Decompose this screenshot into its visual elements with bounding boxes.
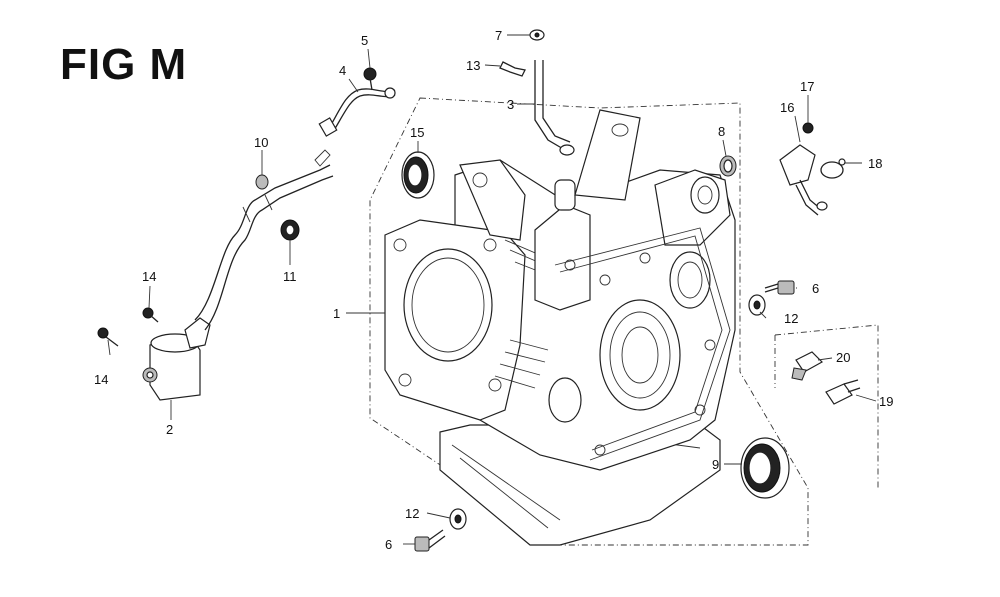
screw-17	[802, 122, 814, 134]
breather-rod-inner	[542, 60, 571, 143]
bolt-6-bottom	[414, 529, 446, 552]
oil-sensor-16	[779, 144, 828, 216]
oil-seal-9	[740, 437, 790, 499]
callout-18: 18	[868, 156, 882, 171]
clip-13	[499, 61, 526, 77]
breather-rod-end	[559, 144, 575, 156]
callout-14-lower: 14	[94, 372, 108, 387]
callout-5: 5	[361, 33, 368, 48]
figure-title: FIG M	[60, 40, 188, 89]
wire-ring-terminal	[384, 87, 396, 99]
callout-15: 15	[410, 125, 424, 140]
nut-11	[280, 219, 300, 241]
crankcase	[384, 109, 736, 546]
washer-12-bottom	[449, 508, 467, 530]
oil-seal-15	[401, 151, 435, 199]
callout-6-right: 6	[812, 281, 819, 296]
wire-terminal	[318, 117, 338, 137]
cable-clamp	[242, 194, 273, 223]
callout-labels: 1 2 3 4 5 6 6 7 8 9 10 11 12 12 13 14 14…	[94, 28, 893, 552]
high-tension-cable	[194, 164, 331, 321]
ground-wire-outer	[332, 94, 396, 133]
callout-12-bottom: 12	[405, 506, 419, 521]
callout-1: 1	[333, 306, 340, 321]
callout-16: 16	[780, 100, 794, 115]
callout-8: 8	[718, 124, 725, 139]
callout-4: 4	[339, 63, 346, 78]
plug-group-boundary	[774, 324, 879, 488]
cable-connector	[314, 149, 331, 167]
drain-plug-19	[825, 379, 861, 405]
nut-10	[255, 174, 269, 190]
callout-9: 9	[712, 457, 719, 472]
callout-6-bottom: 6	[385, 537, 392, 552]
bolt-5	[363, 67, 377, 91]
callout-17: 17	[800, 79, 814, 94]
callout-7: 7	[495, 28, 502, 43]
high-tension-cable-outer	[204, 175, 334, 331]
callout-11: 11	[283, 269, 297, 284]
callout-2: 2	[166, 422, 173, 437]
callout-19: 19	[879, 394, 893, 409]
clamp-18	[820, 158, 846, 179]
bolt-14-upper	[142, 307, 159, 323]
leader-lines	[107, 34, 877, 545]
callout-14-upper: 14	[142, 269, 156, 284]
bolt-6-right	[764, 280, 795, 295]
plug-20	[791, 351, 823, 381]
bolt-14-lower	[97, 327, 119, 347]
breather-rod	[534, 60, 566, 151]
cap-8	[719, 155, 737, 177]
callout-12-right: 12	[784, 311, 798, 326]
callout-20: 20	[836, 350, 850, 365]
callout-13: 13	[466, 58, 480, 73]
callout-10: 10	[254, 135, 268, 150]
washer-12-right	[748, 294, 766, 316]
ignition-coil	[142, 317, 211, 401]
callout-3: 3	[507, 97, 514, 112]
crankcase-group-boundary	[369, 97, 809, 546]
